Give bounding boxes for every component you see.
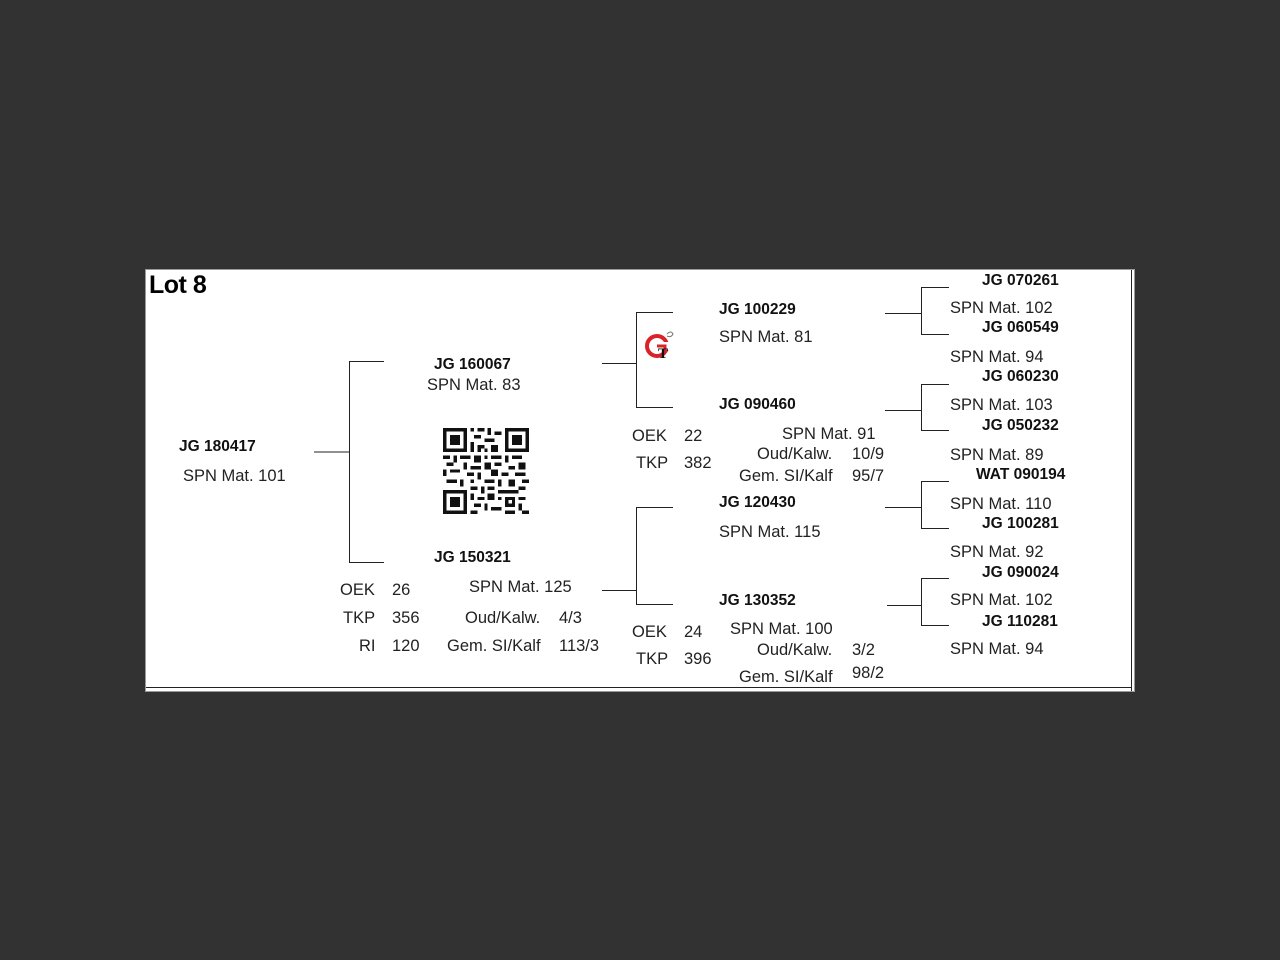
dam-oek-value: 26 [392,581,411,599]
dam-ri-value: 120 [392,637,420,655]
dam-dam-gem-label: Gem. SI/Kalf [739,668,833,686]
dam-dam-tkp-value: 396 [684,650,712,668]
dam-dam-spn: SPN Mat. 100 [730,620,833,638]
gen3-id-5: WAT 090194 [976,466,1066,483]
dam-oek-label: OEK [340,581,375,599]
gen3-spn-5: SPN Mat. 110 [950,495,1052,513]
gen3-spn-6: SPN Mat. 92 [950,543,1044,561]
gen3-id-8: JG 110281 [982,613,1058,630]
sire-spn: SPN Mat. 83 [427,376,521,394]
sire-dam-tkp-label: TKP [636,454,669,472]
dam-ri-label: RI [359,637,376,655]
gen3-spn-8: SPN Mat. 94 [950,640,1044,658]
dam-gem-value: 113/3 [559,637,600,655]
sire-sire-id: JG 100229 [719,301,796,318]
sire-dam-oud-value: 10/9 [852,445,885,463]
qr-code-icon [443,428,529,514]
dam-tkp-value: 356 [392,609,420,627]
gen3-id-2: JG 060549 [982,319,1059,336]
gen3-id-4: JG 050232 [982,417,1059,434]
dam-dam-oud-label: Oud/Kalw. [757,641,833,659]
dam-dam-gem-value: 98/2 [852,664,885,682]
dam-dam-id: JG 130352 [719,592,796,609]
dam-oud-label: Oud/Kalw. [465,609,541,627]
dam-dam-tkp-label: TKP [636,650,669,668]
pedigree-page: Lot 8 [145,269,1135,692]
sire-dam-tkp-value: 382 [684,454,712,472]
sire-dam-gem-value: 95/7 [852,467,885,485]
gen3-spn-2: SPN Mat. 94 [950,348,1044,366]
lot-title: Lot 8 [149,271,207,299]
gen3-id-3: JG 060230 [982,368,1059,385]
gen3-spn-3: SPN Mat. 103 [950,396,1053,414]
sire-sire-spn: SPN Mat. 81 [719,328,813,346]
svg-text:T: T [658,346,668,362]
page-border-bottom [146,687,1132,688]
sire-dam-oud-label: Oud/Kalw. [757,445,833,463]
pedigree-connector-lines [314,287,949,626]
sire-id: JG 160067 [434,356,511,373]
sire-dam-gem-label: Gem. SI/Kalf [739,467,833,485]
dam-dam-oud-value: 3/2 [852,641,875,659]
gen3-id-1: JG 070261 [982,272,1059,289]
gen3-id-7: JG 090024 [982,564,1059,581]
dam-dam-oek-value: 24 [684,623,703,641]
gen3-spn-4: SPN Mat. 89 [950,446,1044,464]
dam-sire-spn: SPN Mat. 115 [719,523,821,541]
dam-dam-oek-label: OEK [632,623,667,641]
sire-dam-oek-label: OEK [632,427,667,445]
gen3-spn-7: SPN Mat. 102 [950,591,1053,609]
sire-dam-oek-value: 22 [684,427,703,445]
dam-gem-label: Gem. SI/Kalf [447,637,541,655]
sire-dam-spn: SPN Mat. 91 [782,425,876,443]
dam-sire-id: JG 120430 [719,494,796,511]
dam-id: JG 150321 [434,549,511,566]
subject-spn: SPN Mat. 101 [183,467,286,485]
gen3-id-6: JG 100281 [982,515,1059,532]
page-border-right [1131,270,1132,691]
dam-oud-value: 4/3 [559,609,582,627]
breeder-logo-icon: T [645,331,674,362]
dam-tkp-label: TKP [343,609,376,627]
dam-spn: SPN Mat. 125 [469,578,572,596]
subject-id: JG 180417 [179,438,256,455]
gen3-spn-1: SPN Mat. 102 [950,299,1053,317]
sire-dam-id: JG 090460 [719,396,796,413]
